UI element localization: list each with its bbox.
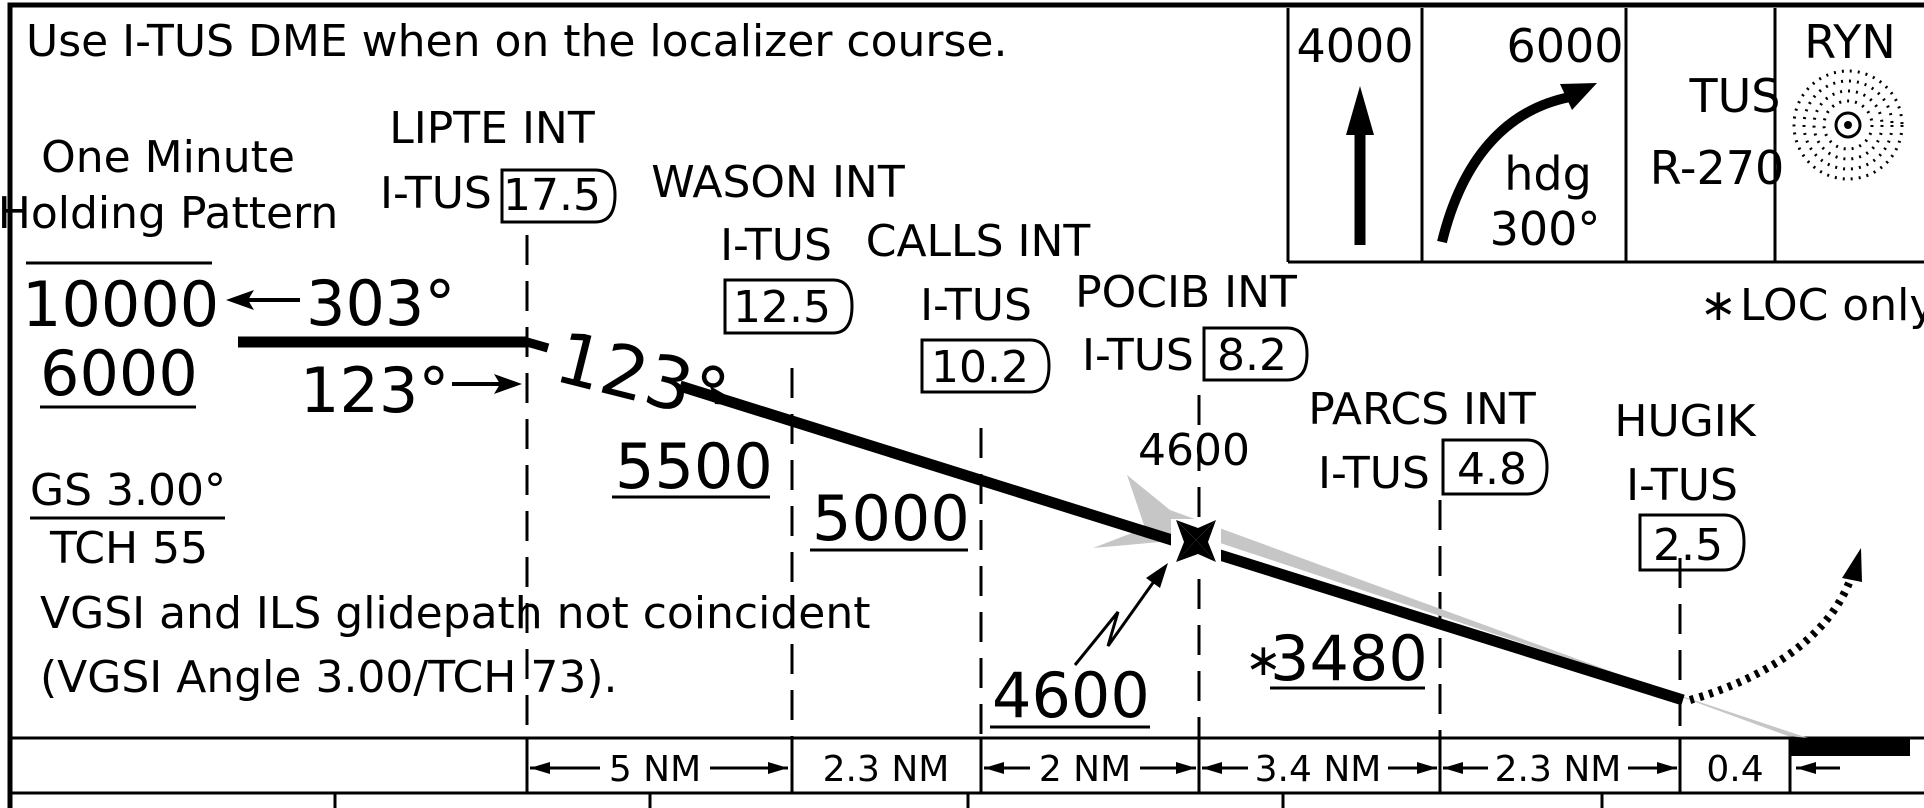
missed-fix-vor: TUS — [1689, 69, 1781, 123]
runway-bar-icon — [1790, 738, 1910, 756]
glideslope-angle: GS 3.00° — [30, 465, 226, 516]
altitude-calls-pocib: 4600 — [992, 659, 1150, 732]
missed-heading-label: hdg — [1504, 147, 1592, 201]
dme-box-lipte — [500, 168, 617, 224]
fix-name-hugik: HUGIK — [1614, 396, 1756, 447]
climbing-right-turn-arrow-icon — [1437, 83, 1597, 244]
altitude-lipte-wason: 5500 — [615, 430, 773, 503]
inbound-course: 123° — [300, 354, 449, 427]
distance-pocib-parcs: 3.4 NM — [1255, 749, 1382, 790]
distance-calls-pocib: 2 NM — [1039, 749, 1131, 790]
fix-name-pocib: POCIB INT — [1075, 267, 1297, 318]
profile-frame — [7, 2, 1924, 808]
holding-max-altitude: 10000 — [22, 268, 219, 341]
vortac-stippled-icon — [1792, 69, 1904, 181]
fix-dme-id-parcs: I-TUS — [1318, 448, 1430, 499]
missed-approach-dotted-arrow-icon — [1688, 548, 1862, 704]
fix-dme-id-lipte: I-TUS — [380, 168, 492, 219]
altitude-gs-intercept: 4600 — [1138, 425, 1250, 476]
holding-fix-name: RYN — [1804, 15, 1896, 69]
missed-climb-altitude-1: 4000 — [1296, 19, 1413, 73]
altitude-wason-calls: 5000 — [812, 482, 970, 555]
outbound-arrow-icon — [226, 290, 300, 310]
distance-lipte-wason: 5 NM — [609, 749, 701, 790]
loc-only-note: LOC only — [1740, 280, 1924, 331]
dme-box-wason — [723, 278, 854, 335]
fix-dme-calls: 10.2 — [931, 342, 1029, 393]
fix-dme-id-wason: I-TUS — [720, 220, 832, 271]
fix-name-calls: CALLS INT — [866, 216, 1091, 267]
missed-climb-altitude-2: 6000 — [1506, 19, 1623, 73]
fix-dme-hugik: 2.5 — [1653, 520, 1723, 571]
holding-min-altitude: 6000 — [40, 337, 198, 410]
gs-intercept-pointer-icon — [1073, 563, 1168, 666]
inbound-arrow-icon — [452, 374, 522, 394]
distance-parcs-hugik: 2.3 NM — [1495, 749, 1622, 790]
climb-straight-arrow-icon — [1346, 86, 1374, 245]
fix-name-wason: WASON INT — [651, 157, 905, 208]
missed-heading-value: 300° — [1490, 202, 1601, 256]
fix-dme-id-hugik: I-TUS — [1626, 460, 1738, 511]
fix-dme-lipte: 17.5 — [503, 170, 601, 221]
fix-dme-id-pocib: I-TUS — [1082, 330, 1194, 381]
distance-wason-calls: 2.3 NM — [823, 749, 950, 790]
holding-note-line2: Holding Pattern — [0, 188, 338, 239]
missed-radial: R-270 — [1650, 141, 1785, 195]
distance-hugik-threshold: 0.4 — [1706, 749, 1763, 790]
dme-box-hugik — [1638, 513, 1746, 572]
altitude-pocib-parcs-star: ∗ — [1245, 635, 1282, 686]
fix-name-parcs: PARCS INT — [1308, 384, 1536, 435]
fix-dme-parcs: 4.8 — [1457, 444, 1527, 495]
dme-usage-note: Use I-TUS DME when on the localizer cour… — [26, 16, 1008, 67]
fix-dme-wason: 12.5 — [733, 282, 831, 333]
dme-box-parcs — [1441, 438, 1549, 496]
altitude-pocib-parcs: 3480 — [1270, 622, 1428, 695]
final-approach-fix-icon — [1171, 519, 1221, 565]
dme-box-pocib — [1202, 326, 1309, 382]
vgsi-note-line1: VGSI and ILS glidepath not coincident — [40, 588, 870, 639]
outbound-course: 303° — [306, 267, 455, 340]
final-approach-course: 123° — [548, 315, 737, 438]
threshold-crossing-height: TCH 55 — [49, 523, 208, 574]
dme-box-calls — [920, 338, 1051, 394]
fix-dme-id-calls: I-TUS — [920, 280, 1032, 331]
loc-only-star: ∗ — [1700, 280, 1737, 331]
missed-approach-icons: 4000 6000 hdg 300° TUS R-270 RYN — [1286, 8, 1924, 264]
distance-row: 5 NM 2.3 NM 2 NM 3.4 NM 2.3 NM 0.4 — [525, 738, 1910, 793]
fix-dme-pocib: 8.2 — [1217, 330, 1287, 381]
fix-name-lipte: LIPTE INT — [389, 103, 595, 154]
holding-note-line1: One Minute — [41, 132, 295, 183]
vgsi-note-line2: (VGSI Angle 3.00/TCH 73). — [40, 652, 617, 703]
